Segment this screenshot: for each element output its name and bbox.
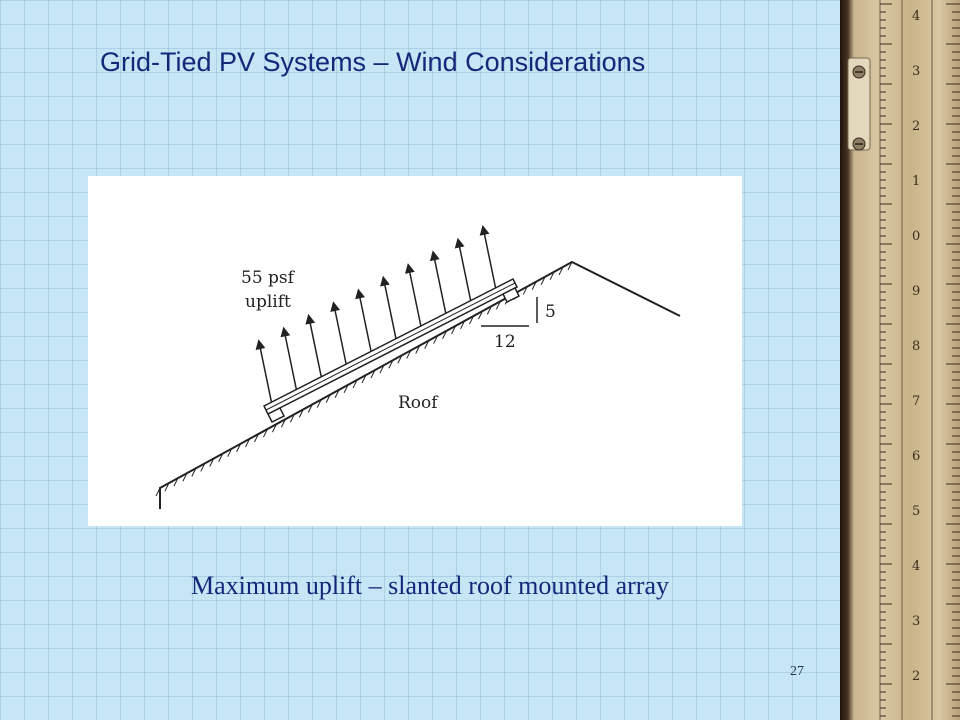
uplift-arrow <box>454 237 472 301</box>
roof-hatch-mark <box>495 301 501 310</box>
roof-hatch-mark <box>289 414 295 423</box>
roof-hatch-mark <box>460 320 465 330</box>
roof-diagram: 55 psf uplift 5 12 Roof <box>88 176 742 526</box>
roof-diagram-graphic: 55 psf uplift 5 12 Roof <box>155 224 681 509</box>
roof-hatching <box>155 261 573 497</box>
roof-line <box>159 260 681 509</box>
uplift-arrow <box>305 313 323 377</box>
uplift-arrow <box>479 224 497 289</box>
roof-hatch-mark <box>236 443 242 453</box>
pv-array-inner-line <box>265 282 516 411</box>
load-label-line1: 55 psf <box>241 268 296 288</box>
ruler-number: 3 <box>912 614 920 629</box>
roof-hatch-mark <box>263 428 268 438</box>
slide-caption: Maximum uplift – slanted roof mounted ar… <box>190 571 669 600</box>
roof-hatch-mark <box>388 360 394 369</box>
mount-block-lower <box>266 406 286 424</box>
ruler-number: 8 <box>912 339 920 354</box>
ruler-number: 7 <box>912 394 920 409</box>
roof-hatch-mark <box>218 453 224 462</box>
roof-hatch-mark <box>254 433 259 443</box>
load-label-line2: uplift <box>245 292 291 312</box>
roof-hatch-mark <box>200 463 206 472</box>
uplift-arrow <box>330 301 347 365</box>
slope-run-label: 12 <box>494 332 516 352</box>
ruler-number: 6 <box>912 449 920 464</box>
roof-hatch-mark <box>280 418 286 428</box>
roof-hatch-mark <box>325 394 331 403</box>
roof-hatch-mark <box>352 379 358 389</box>
roof-hatch-mark <box>442 330 448 340</box>
roof-hatch-mark <box>155 487 161 497</box>
roof-hatch-mark <box>531 281 537 290</box>
roof-hatch-mark <box>298 409 304 418</box>
roof-hatch-mark <box>343 384 349 394</box>
roof-hatch-mark <box>406 350 412 359</box>
roof-hatch-mark <box>558 266 564 276</box>
ruler-number: 1 <box>912 174 920 189</box>
uplift-arrow <box>404 263 422 327</box>
roof-hatch-mark <box>433 335 439 344</box>
ruler-number: 4 <box>912 9 920 24</box>
uplift-arrow <box>255 339 273 403</box>
roof-hatch-mark <box>164 482 170 492</box>
uplift-arrow <box>355 288 372 352</box>
ruler-number: 9 <box>912 284 920 299</box>
roof-hatch-mark <box>379 364 385 374</box>
roof-hatch-mark <box>567 261 573 271</box>
roof-hatch-mark <box>316 399 322 408</box>
ruler-number: 4 <box>912 559 920 574</box>
roof-hatch-mark <box>191 468 197 477</box>
mount-block-upper <box>501 286 521 304</box>
roof-label: Roof <box>398 393 439 413</box>
roof-hatch-mark <box>540 276 546 285</box>
uplift-arrow <box>380 275 397 339</box>
uplift-arrow <box>280 326 298 390</box>
roof-hatch-mark <box>415 345 421 354</box>
ruler-number: 0 <box>912 229 920 244</box>
roof-hatch-mark <box>209 458 215 467</box>
roof-hatch-mark <box>549 271 555 281</box>
ruler-number: 2 <box>912 669 920 684</box>
roof-hatch-mark <box>522 286 528 295</box>
roof-hatch-mark <box>477 310 483 320</box>
roof-hatch-mark <box>469 315 474 325</box>
roof-hatch-mark <box>361 374 367 384</box>
page-number: 27 <box>790 664 804 679</box>
slide-title: Grid-Tied PV Systems – Wind Consideratio… <box>100 47 646 77</box>
uplift-arrows <box>255 224 497 403</box>
roof-hatch-mark <box>334 389 340 398</box>
roof-hatch-mark <box>397 355 403 364</box>
uplift-arrow <box>429 250 447 314</box>
roof-hatch-mark <box>182 473 188 482</box>
roof-hatch-mark <box>370 369 376 379</box>
ruler-number: 2 <box>912 119 920 134</box>
roof-hatch-mark <box>424 340 430 349</box>
roof-hatch-mark <box>451 325 457 335</box>
roof-hatch-mark <box>245 438 251 448</box>
roof-hatch-mark <box>307 404 313 413</box>
roof-hatch-mark <box>486 305 492 315</box>
slope-rise-label: 5 <box>545 302 556 322</box>
ruler-number: 3 <box>912 64 920 79</box>
ruler-number: 5 <box>912 504 920 519</box>
roof-hatch-mark <box>227 448 233 457</box>
roof-hatch-mark <box>173 477 179 487</box>
roof-hatch-mark <box>271 423 277 433</box>
